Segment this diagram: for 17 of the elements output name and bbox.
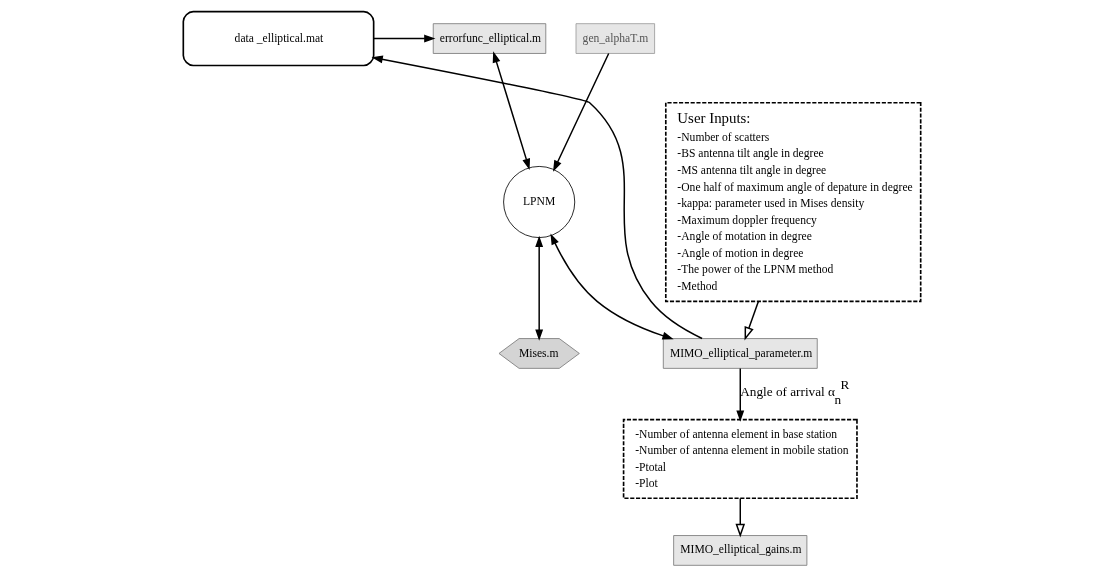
arrow <box>549 233 674 340</box>
arrow <box>744 300 759 341</box>
arrow <box>372 34 435 43</box>
node-box: MIMO_elliptical_gains.m <box>672 535 807 566</box>
arrow <box>552 52 609 172</box>
node-box: MIMO_elliptical_parameter.m <box>662 338 818 369</box>
arrow <box>734 497 745 538</box>
node-box: data _elliptical.mat <box>182 10 374 67</box>
node-box: -Number of antenna element in base station -Number of antenna element in mobile station -Ptotal -Plot <box>622 418 858 500</box>
node-box: errorfunc_elliptical.m <box>432 23 546 54</box>
arrow <box>534 235 543 341</box>
arrow <box>492 51 530 170</box>
node-box: User Inputs: -Number of scatters -BS antenna tilt angle in degree -MS antenna tilt angle in degree -One half of maximum angle of depature in degree -kappa: parameter used in Mises density -Maximum doppler frequency -Angle of motation in degree -Angle of motion in degree -The power of the LPNM method -Method <box>664 101 922 303</box>
arrow <box>735 367 744 422</box>
node-box: gen_alphaT.m <box>575 23 655 54</box>
node-circle: LPNM <box>502 166 575 238</box>
arrow <box>371 55 703 340</box>
